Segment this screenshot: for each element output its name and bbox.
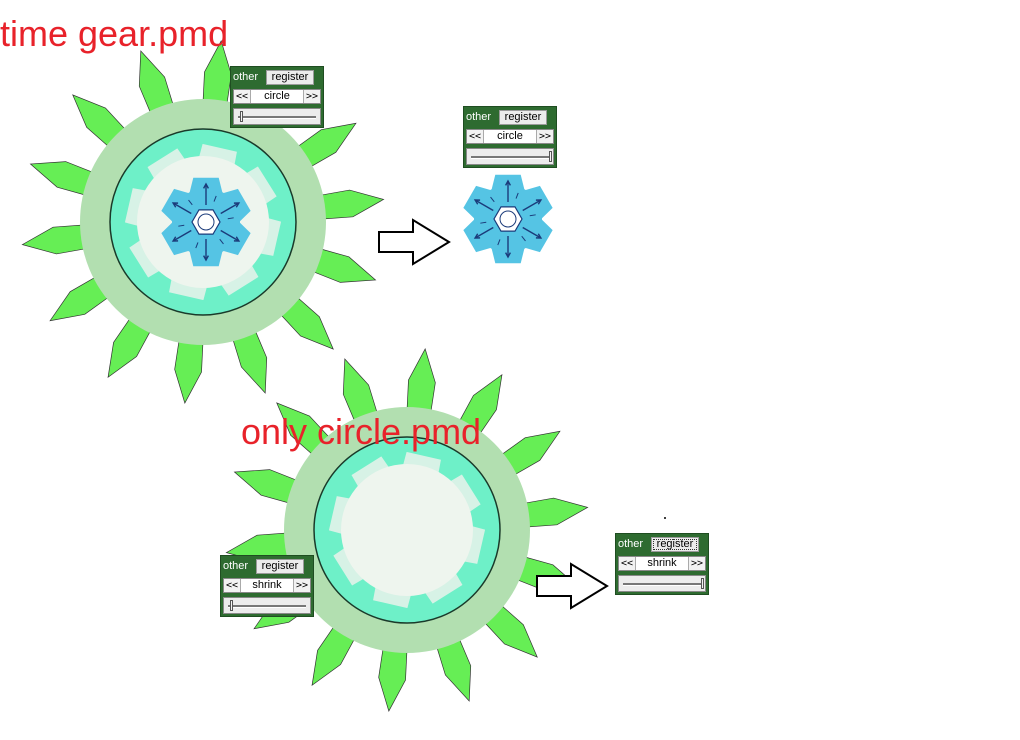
dot-mark xyxy=(664,517,666,519)
next-mode-button[interactable]: >> xyxy=(303,90,320,103)
radial-arrow xyxy=(220,202,240,215)
tick-mark xyxy=(480,221,487,224)
morph-slider[interactable] xyxy=(618,575,706,592)
mode-selector: << shrink >> xyxy=(223,578,311,593)
arrow-head xyxy=(535,233,543,239)
right-arrow-icon xyxy=(536,562,609,610)
radial-arrow xyxy=(474,226,494,239)
next-mode-button[interactable]: >> xyxy=(688,557,705,570)
radial-arrow xyxy=(220,229,240,242)
control-panel: other register << shrink >> xyxy=(220,555,314,617)
arrow-head xyxy=(171,236,179,242)
tick-mark xyxy=(195,242,199,249)
register-button[interactable]: register xyxy=(499,110,547,125)
mode-label: shrink xyxy=(647,557,677,569)
next-mode-button[interactable]: >> xyxy=(536,130,553,143)
time-gear-title: time gear.pmd xyxy=(0,13,229,54)
mode-selector: << circle >> xyxy=(233,89,321,104)
arrow-head xyxy=(473,199,481,205)
control-panel: other register << circle >> xyxy=(230,66,324,128)
radial-arrow xyxy=(172,202,192,215)
register-button[interactable]: register xyxy=(256,559,304,574)
tick-mark xyxy=(227,217,234,220)
radial-arrow xyxy=(172,229,192,242)
next-mode-button[interactable]: >> xyxy=(293,579,310,592)
slider-track xyxy=(228,605,306,608)
prev-mode-button[interactable]: << xyxy=(619,557,636,570)
prev-mode-button[interactable]: << xyxy=(224,579,241,592)
radial-arrow xyxy=(474,199,494,212)
only-circle-title: only circle.pmd xyxy=(241,411,482,452)
tick-mark xyxy=(521,235,526,242)
mode-label: shrink xyxy=(252,579,282,591)
slider-track xyxy=(238,116,316,119)
mode-label: circle xyxy=(497,130,523,142)
mode-label: circle xyxy=(264,90,290,102)
tick-mark xyxy=(515,192,519,199)
other-label: other xyxy=(618,538,644,550)
only-circle-model xyxy=(225,347,589,713)
inner-disc xyxy=(341,464,473,596)
slider-thumb[interactable] xyxy=(549,151,552,162)
other-label: other xyxy=(223,560,249,572)
arrow-head xyxy=(202,182,210,189)
control-panel: other register << circle >> xyxy=(463,106,557,168)
small-gear-icon xyxy=(161,177,251,267)
tick-mark xyxy=(188,199,193,206)
slider-track xyxy=(471,156,549,159)
other-label: other xyxy=(233,71,259,83)
radial-arrow xyxy=(522,226,542,239)
tick-mark xyxy=(529,214,536,217)
prev-mode-button[interactable]: << xyxy=(467,130,484,143)
right-arrow-icon xyxy=(378,218,451,266)
arrow-head xyxy=(504,179,512,186)
mode-selector: << shrink >> xyxy=(618,556,706,571)
center-hole xyxy=(197,213,215,231)
arrow-head xyxy=(233,236,241,242)
register-button[interactable]: register xyxy=(266,70,314,85)
slider-track xyxy=(623,583,701,586)
tick-mark xyxy=(178,224,185,227)
other-label: other xyxy=(466,111,492,123)
radial-arrow xyxy=(522,199,542,212)
slider-thumb[interactable] xyxy=(701,578,704,589)
center-hole xyxy=(499,210,517,228)
morph-slider[interactable] xyxy=(223,597,311,614)
control-panel: other register << shrink >> xyxy=(615,533,709,595)
tick-mark xyxy=(497,239,501,246)
arrow-head xyxy=(233,202,241,208)
register-button[interactable]: register xyxy=(651,537,699,552)
morph-slider[interactable] xyxy=(233,108,321,125)
prev-mode-button[interactable]: << xyxy=(234,90,251,103)
tick-mark xyxy=(219,238,224,245)
arrow-shape xyxy=(378,218,451,266)
arrow-head xyxy=(171,202,179,208)
arrow-head xyxy=(535,199,543,205)
arrow-head xyxy=(202,255,210,262)
tick-mark xyxy=(490,196,495,203)
slider-thumb[interactable] xyxy=(230,600,233,611)
arrow-head xyxy=(473,233,481,239)
mode-selector: << circle >> xyxy=(466,129,554,144)
slider-thumb[interactable] xyxy=(240,111,243,122)
tick-mark xyxy=(213,195,217,202)
arrow-head xyxy=(504,252,512,259)
small-gear-result-icon xyxy=(463,174,553,264)
morph-slider[interactable] xyxy=(466,148,554,165)
arrow-shape xyxy=(536,562,609,610)
